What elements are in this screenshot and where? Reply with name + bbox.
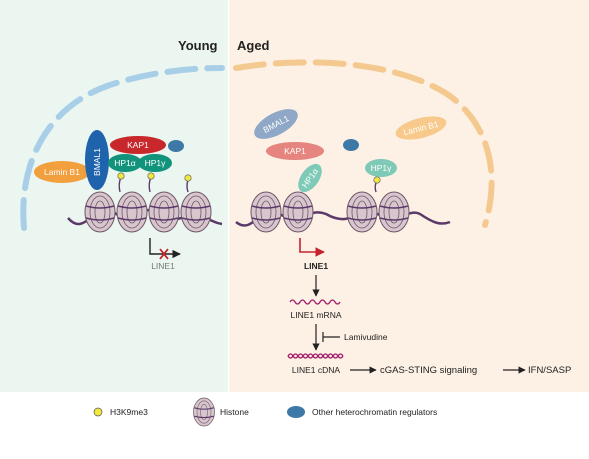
hp1a-young: HP1α (108, 154, 142, 172)
lamin-b1-aged: Lamin B1 (395, 116, 447, 140)
svg-text:HP1α: HP1α (114, 158, 136, 168)
svg-text:BMAL1: BMAL1 (92, 148, 102, 176)
legend: H3K9me3 Histone Other heterochromatin re… (93, 397, 437, 427)
bmal1-young: BMAL1 (85, 130, 109, 190)
legend-histone: Histone (192, 397, 249, 427)
nucleosome-aged-4 (378, 191, 410, 233)
svg-text:KAP1: KAP1 (127, 140, 149, 150)
svg-text:H3K9me3: H3K9me3 (110, 407, 148, 417)
h3k9me3-mark-aged (373, 176, 381, 193)
hp1g-aged: HP1γ (365, 159, 397, 177)
line1-active: LINE1 (299, 238, 328, 271)
lamivudine-label: Lamivudine (344, 332, 388, 342)
bmal1-aged: BMAL1 (254, 109, 298, 139)
legend-h3k9me3: H3K9me3 (93, 407, 148, 417)
aged-panel-background (229, 0, 589, 392)
lamin-b1-young: Lamin B1 (34, 161, 90, 183)
line1-mrna-label: LINE1 mRNA (290, 310, 341, 320)
line1-young-label: LINE1 (151, 261, 175, 271)
nucleosome-young-2 (116, 191, 148, 233)
nuclear-envelope-aged (233, 59, 495, 228)
other-regulator-young (168, 140, 184, 152)
nuclear-envelope-young (20, 65, 225, 231)
nucleosome-young-1 (84, 191, 116, 233)
h3k9me3-marks-young (117, 172, 192, 193)
aged-title: Aged (237, 38, 270, 53)
nucleosome-aged-1 (250, 191, 282, 233)
lamivudine-inhibition: Lamivudine (322, 332, 388, 342)
line1-cdna-label: LINE1 cDNA (292, 365, 341, 375)
svg-text:Histone: Histone (220, 407, 249, 417)
line1-repressed: LINE1 (149, 238, 181, 271)
young-title: Young (178, 38, 218, 53)
svg-text:HP1γ: HP1γ (371, 163, 393, 173)
nucleosome-young-4 (180, 191, 212, 233)
hp1g-young: HP1γ (138, 154, 172, 172)
cgas-sting-label: cGAS-STING signaling (380, 365, 477, 376)
other-regulator-aged (343, 139, 359, 151)
svg-text:HP1γ: HP1γ (145, 158, 167, 168)
svg-text:Lamin B1: Lamin B1 (44, 167, 80, 177)
nucleosome-aged-2 (282, 191, 314, 233)
mrna-wave (289, 299, 341, 305)
legend-other-regulators: Other heterochromatin regulators (287, 406, 437, 418)
hp1a-aged: HP1α (298, 163, 322, 193)
kap1-aged: KAP1 (266, 142, 324, 160)
cdna-double-wave (287, 353, 344, 359)
ifn-sasp-label: IFN/SASP (528, 365, 571, 376)
svg-text:KAP1: KAP1 (284, 146, 306, 156)
svg-text:Other heterochromatin regulato: Other heterochromatin regulators (312, 407, 437, 417)
nucleosome-aged-3 (346, 191, 378, 233)
kap1-young: KAP1 (110, 136, 166, 154)
nucleosome-young-3 (148, 191, 180, 233)
line1-aged-label: LINE1 (304, 261, 328, 271)
